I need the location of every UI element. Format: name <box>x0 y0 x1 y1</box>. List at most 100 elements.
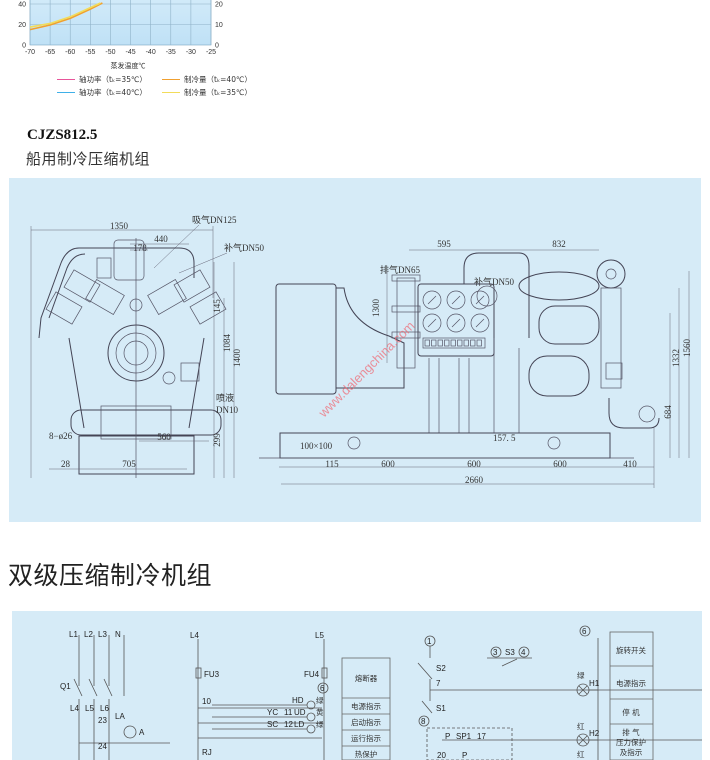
label-foot: 100×100 <box>300 441 333 451</box>
gauge-needle <box>451 295 461 305</box>
label-red-2: 红 <box>577 749 585 759</box>
dim-1332: 1332 <box>671 349 681 367</box>
label-24: 24 <box>98 742 107 751</box>
x-tick-label: -65 <box>45 49 55 56</box>
label-makeup-side: 补气DN50 <box>474 276 514 287</box>
legend-item: 轴功率（tₖ=35℃） <box>57 74 147 85</box>
legend-item: 轴功率（tₖ=40℃） <box>57 87 147 98</box>
terminal-block <box>457 339 463 347</box>
label-S2: S2 <box>436 664 446 673</box>
table2-cell: 停 机 <box>622 707 640 717</box>
terminal-block <box>437 339 443 347</box>
legend-label: 制冷量（tₖ=35℃） <box>184 88 252 97</box>
label-LA: LA <box>115 712 125 721</box>
legend-table-2: 旋转开关 电源指示 停 机 排 气压力保护及指示 <box>609 631 654 760</box>
x-tick-label: -60 <box>65 49 75 56</box>
table1-cell: 启动指示 <box>351 717 381 727</box>
label-L6: L6 <box>100 704 109 713</box>
x-tick-label: -35 <box>166 49 176 56</box>
dim-600-c: 600 <box>553 459 567 469</box>
legend-item: 制冷量（tₖ=35℃） <box>162 87 252 98</box>
legend-table-1: 熔断器 电源指示 启动指示 运行指示 热保护 <box>341 657 391 760</box>
y-left-tick-label: 20 <box>18 22 26 29</box>
legend-item: 制冷量（tₖ=40℃） <box>162 74 252 85</box>
label-FU3: FU3 <box>204 670 220 679</box>
label-H1: H1 <box>589 679 600 688</box>
label-10: 10 <box>202 697 211 706</box>
label-S1: S1 <box>436 704 446 713</box>
label-A: A <box>139 728 145 737</box>
label-circle-17: 17 <box>477 732 486 741</box>
x-tick-label: -70 <box>25 49 35 56</box>
label-11: 11 <box>284 708 293 717</box>
table1-cell: 运行指示 <box>351 733 381 743</box>
label-makeup: 补气DN50 <box>224 242 264 253</box>
label-yellow: 黄 <box>316 707 324 717</box>
label-discharge: 排气DN65 <box>380 264 420 275</box>
y-left-tick-label: 0 <box>22 43 26 50</box>
series-line <box>29 2 101 28</box>
label-12: 12 <box>284 720 293 729</box>
label-circle-1: 1 <box>427 637 432 646</box>
gauge-needle <box>475 318 485 328</box>
terminal-block <box>444 339 450 347</box>
dim-299: 299 <box>212 433 222 447</box>
gauge-needle <box>427 295 437 305</box>
dim-1350: 1350 <box>110 221 129 231</box>
label-bolts: 8−ø26 <box>49 431 73 441</box>
gauge-needle <box>451 318 461 328</box>
label-circle-3: 3 <box>493 648 498 657</box>
label-suction: 吸气DN125 <box>192 214 237 225</box>
table2-cell: 电源指示 <box>616 678 646 688</box>
dim-705: 705 <box>122 459 136 469</box>
label-Q1: Q1 <box>60 682 71 691</box>
dim-684: 684 <box>663 405 673 419</box>
label-L5: L5 <box>85 704 94 713</box>
legend-swatch <box>57 78 75 81</box>
gauge-needle <box>427 318 437 328</box>
dim-1084: 1084 <box>222 334 232 353</box>
label-H2: H2 <box>589 729 600 738</box>
terminal-block <box>463 339 469 347</box>
watermark: www.dalengchina.com <box>315 318 418 421</box>
chart-lines <box>29 2 103 31</box>
x-tick-label: -50 <box>105 49 115 56</box>
dim-410: 410 <box>623 459 637 469</box>
technical-drawing-panel: 1350 440 178 吸气DN125 补气DN50 <box>9 178 701 522</box>
label-circle-6b: 6 <box>582 627 587 636</box>
dim-1400: 1400 <box>232 349 242 368</box>
label-red-1: 红 <box>577 721 585 731</box>
dim-2660: 2660 <box>465 475 484 485</box>
y-right-tick-label: 20 <box>215 2 223 9</box>
table1-cell: 熔断器 <box>355 673 378 683</box>
series-line <box>29 2 103 31</box>
terminal-block <box>476 339 482 347</box>
label-SP1: SP1 <box>456 732 472 741</box>
pressure-gauge-icon <box>470 313 490 333</box>
circuit-diagram: L1 L2 L3 N Q1 L4 L5 L6 23 LA A 24 L4 FU3 <box>60 625 702 760</box>
x-tick-label: -25 <box>206 49 216 56</box>
label-N: N <box>115 630 121 639</box>
label-circle-20: 20 <box>437 751 446 760</box>
x-tick-label: -55 <box>85 49 95 56</box>
dim-1560: 1560 <box>682 339 692 358</box>
y-right-tick-label: 0 <box>215 43 219 50</box>
y-left-tick-label: 40 <box>18 2 26 9</box>
legend-label: 轴功率（tₖ=40℃） <box>79 88 147 97</box>
label-RJ: RJ <box>202 748 212 757</box>
front-view: 1350 440 178 吸气DN125 补气DN50 <box>30 214 264 478</box>
dim-157-5: 157. 5 <box>493 433 516 443</box>
pressure-gauge-icon <box>446 313 466 333</box>
label-circle-6: 6 <box>320 684 325 693</box>
label-L1: L1 <box>69 630 78 639</box>
side-view: 595 832 排气DN65 补气DN50 1300 <box>259 239 692 488</box>
x-tick-label: -45 <box>125 49 135 56</box>
label-circle-8: 8 <box>421 717 426 726</box>
model-subtitle: 船用制冷压缩机组 <box>26 150 151 168</box>
terminal-block <box>450 339 456 347</box>
section-title-two-stage: 双级压缩制冷机组 <box>8 561 213 590</box>
model-title: CJZS812.5 <box>27 127 98 143</box>
dim-560: 560 <box>157 432 171 442</box>
label-spray: 喷液 <box>216 392 234 403</box>
